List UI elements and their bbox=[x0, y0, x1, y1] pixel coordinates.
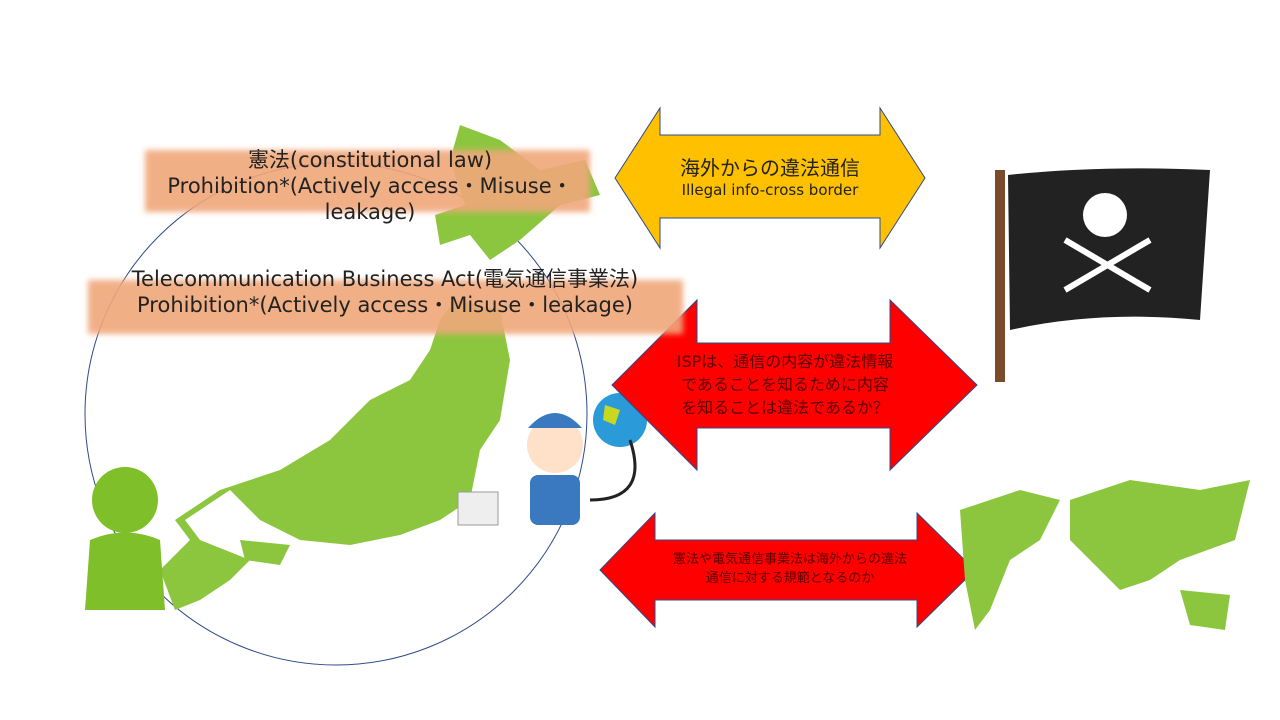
arrow-middle-label: ISPは、通信の内容が違法情報 であることを知るために内容 を知ることは違法であ… bbox=[660, 350, 910, 419]
arrow-middle bbox=[611, 298, 978, 472]
telecom-prohibition: Prohibition*(Actively access・Misuse・leak… bbox=[137, 293, 633, 317]
world-map-icon bbox=[960, 480, 1250, 630]
arrow-top-label: 海外からの違法通信 Illegal info-cross border bbox=[660, 152, 880, 199]
arrow-middle-line: を知ることは違法であるか？ bbox=[681, 398, 889, 417]
arrow-bottom-line: 通信に対する規範となるのか bbox=[705, 571, 875, 586]
constitution-title: 憲法(constitutional law) bbox=[247, 148, 493, 172]
telecom-block: Telecommunication Business Act(電気通信事業法) … bbox=[60, 266, 710, 318]
arrow-top bbox=[614, 106, 926, 250]
constitution-prohibition: Prohibition*(Actively access・Misuse・ bbox=[167, 174, 573, 198]
telecom-title: Telecommunication Business Act(電気通信事業法) bbox=[131, 267, 639, 291]
telecom-highlight bbox=[88, 280, 683, 334]
arrow-top-en: Illegal info-cross border bbox=[681, 181, 859, 199]
constitution-highlight bbox=[145, 150, 590, 212]
arrow-bottom-label: 憲法や電気通信事業法は海外からの違法 通信に対する規範となるのか bbox=[630, 550, 950, 588]
user-icon bbox=[85, 467, 165, 610]
arrow-middle-line: ISPは、通信の内容が違法情報 bbox=[676, 352, 894, 371]
isp-worker-icon bbox=[457, 393, 647, 526]
constitution-prohibition-cont: leakage) bbox=[324, 200, 416, 224]
constitution-block: 憲法(constitutional law) Prohibition*(Acti… bbox=[100, 147, 640, 225]
arrow-bottom-line: 憲法や電気通信事業法は海外からの違法 bbox=[672, 552, 907, 567]
arrow-middle-line: であることを知るために内容 bbox=[681, 375, 889, 394]
arrow-top-ja: 海外からの違法通信 bbox=[680, 156, 860, 180]
pirate-flag-icon bbox=[995, 168, 1210, 382]
